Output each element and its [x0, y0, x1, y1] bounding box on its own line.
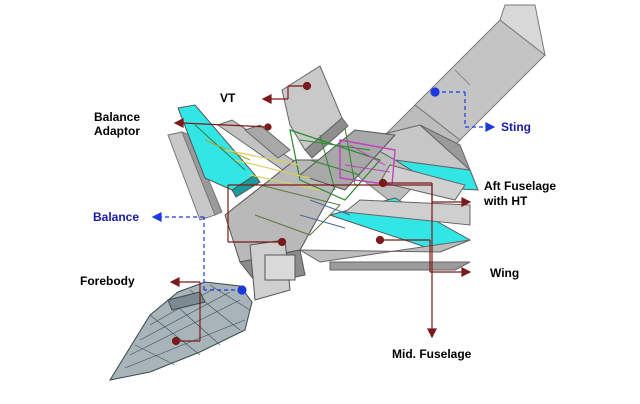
forebody-part	[108, 281, 253, 381]
label-balance-adaptor-line2: Adaptor	[94, 124, 140, 138]
label-mid-fuselage: Mid. Fuselage	[392, 347, 472, 361]
balance-part	[167, 131, 223, 221]
label-aft-fuselage-line2: with HT	[483, 194, 528, 208]
label-vt: VT	[220, 91, 236, 105]
label-balance: Balance	[93, 210, 139, 224]
label-sting: Sting	[501, 120, 531, 134]
leader-lines-red	[169, 81, 472, 346]
wing-part	[298, 197, 472, 271]
label-balance-adaptor-line1: Balance	[94, 110, 140, 124]
balance-adaptor-part	[177, 104, 261, 198]
label-aft-fuselage-line1: Aft Fuselage	[484, 179, 556, 193]
vt-part	[281, 65, 349, 159]
leader-lines-blue	[151, 87, 496, 295]
label-wing: Wing	[490, 266, 519, 280]
label-forebody: Forebody	[80, 274, 135, 288]
